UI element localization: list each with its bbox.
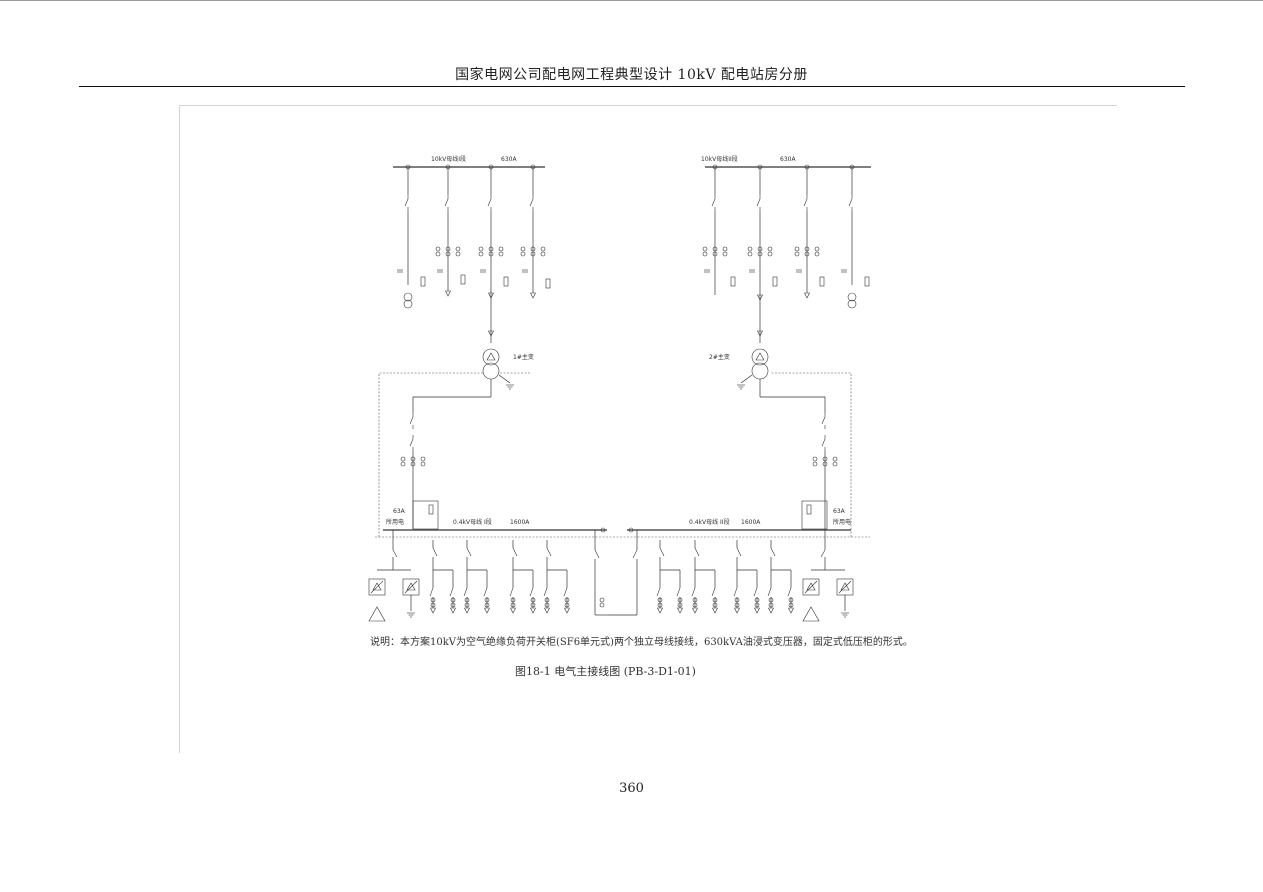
aux-right-rating: 63A [833, 508, 846, 515]
hv-bus-1-rating: 630A [501, 156, 517, 163]
bus-tie [594, 530, 638, 616]
lv-outgoing-section-1 [430, 540, 570, 613]
lv-bus-1-label: 0.4kV母线 I段 [453, 518, 492, 526]
lv-bus-1-rating: 1600A [510, 519, 530, 526]
aux-metering-left [368, 530, 420, 622]
transformer-1: 1#主变 [482, 348, 534, 397]
lv-outgoing-section-2 [657, 540, 794, 613]
aux-right-label: 所用电 [833, 518, 851, 526]
hv-bus-2-rating: 630A [780, 156, 796, 163]
hv-bays-section-2 [702, 164, 870, 343]
page-header-title: 国家电网公司配电网工程典型设计 10kV 配电站房分册 [455, 67, 808, 83]
hv-bus-2-label: 10kV母线II段 [701, 155, 738, 163]
note-text: 说明：本方案10kV为空气绝缘负荷开关柜(SF6单元式)两个独立母线接线，630… [370, 637, 913, 648]
transformer-2: 2#主变 [709, 348, 769, 397]
header-rule [79, 86, 1185, 87]
lv-bus-2-label: 0.4kV母线 II段 [689, 518, 730, 526]
page-number: 360 [619, 781, 644, 796]
aux-metering-right [802, 530, 854, 622]
transformer-1-label: 1#主变 [513, 353, 534, 361]
lv-bus-2-rating: 1600A [741, 519, 761, 526]
drawing-frame-left [179, 105, 180, 753]
aux-left-label: 所用电 [386, 518, 404, 526]
top-border-line [0, 0, 1263, 1]
figure-caption: 图18-1 电气主接线图 (PB-3-D1-01) [515, 665, 696, 678]
hv-bays-section-1 [396, 164, 551, 343]
aux-left-rating: 63A [393, 508, 406, 515]
single-line-diagram: 10kV母线I段 630A 10kV母线II段 630A [368, 155, 871, 622]
hv-bus-1-label: 10kV母线I段 [431, 155, 466, 163]
transformer-2-label: 2#主变 [709, 353, 730, 361]
drawing-frame-top [179, 105, 1117, 106]
